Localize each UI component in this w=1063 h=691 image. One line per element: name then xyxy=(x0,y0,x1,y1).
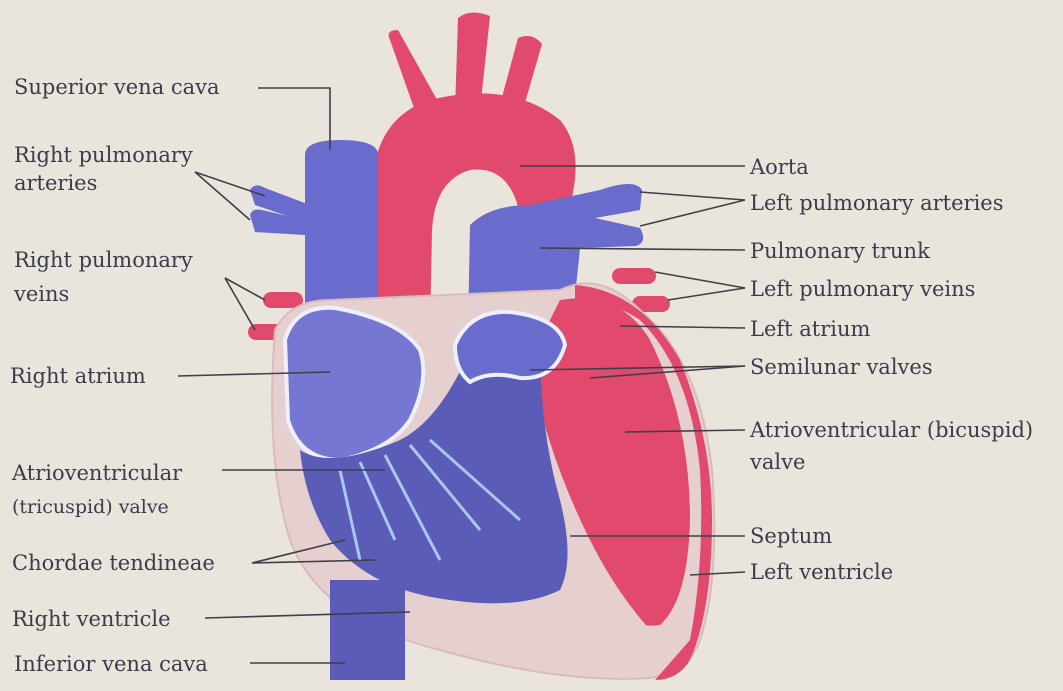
left-pulmonary-vein-upper xyxy=(612,268,656,284)
label-tricuspid-valve-line2: (tricuspid) valve xyxy=(12,494,169,520)
label-superior-vena-cava: Superior vena cava xyxy=(14,74,220,100)
label-tricuspid-valve-line1: Atrioventricular xyxy=(12,460,182,486)
leader-left-pulmonary-veins-b xyxy=(668,288,745,300)
label-left-pulmonary-veins: Left pulmonary veins xyxy=(750,276,975,302)
leader-right-pulmonary-arteries-b xyxy=(195,172,250,220)
pulmonary-semilunar-valve xyxy=(455,312,565,382)
label-right-ventricle: Right ventricle xyxy=(12,606,171,632)
leader-left-pulmonary-arteries-b xyxy=(640,200,745,226)
label-septum: Septum xyxy=(750,523,832,549)
label-left-atrium: Left atrium xyxy=(750,316,870,342)
leader-left-pulmonary-arteries-a xyxy=(640,192,745,200)
label-left-pulmonary-arteries: Left pulmonary arteries xyxy=(750,190,1004,216)
label-inferior-vena-cava: Inferior vena cava xyxy=(14,651,208,677)
label-pulmonary-trunk: Pulmonary trunk xyxy=(750,238,930,264)
label-right-pulmonary-arteries-line1: Right pulmonary xyxy=(14,142,193,168)
label-bicuspid-valve-line1: Atrioventricular (bicuspid) xyxy=(750,417,1033,443)
right-pulmonary-vein-upper xyxy=(263,292,303,308)
label-bicuspid-valve-line2: valve xyxy=(750,449,805,475)
label-right-pulmonary-veins-line1: Right pulmonary xyxy=(14,247,193,273)
label-right-pulmonary-arteries-line2: arteries xyxy=(14,170,97,196)
label-right-pulmonary-veins-line2: veins xyxy=(14,281,69,307)
label-chordae-tendineae: Chordae tendineae xyxy=(12,550,215,576)
label-right-atrium: Right atrium xyxy=(10,363,146,389)
leader-left-pulmonary-veins-a xyxy=(655,272,745,288)
heart-illustration xyxy=(248,12,714,680)
inferior-vena-cava xyxy=(330,580,405,680)
label-semilunar-valves: Semilunar valves xyxy=(750,354,933,380)
leader-superior-vena-cava xyxy=(258,88,330,150)
label-aorta: Aorta xyxy=(750,154,809,180)
leader-right-pulmonary-arteries-a xyxy=(195,172,265,196)
label-left-ventricle: Left ventricle xyxy=(750,559,893,585)
